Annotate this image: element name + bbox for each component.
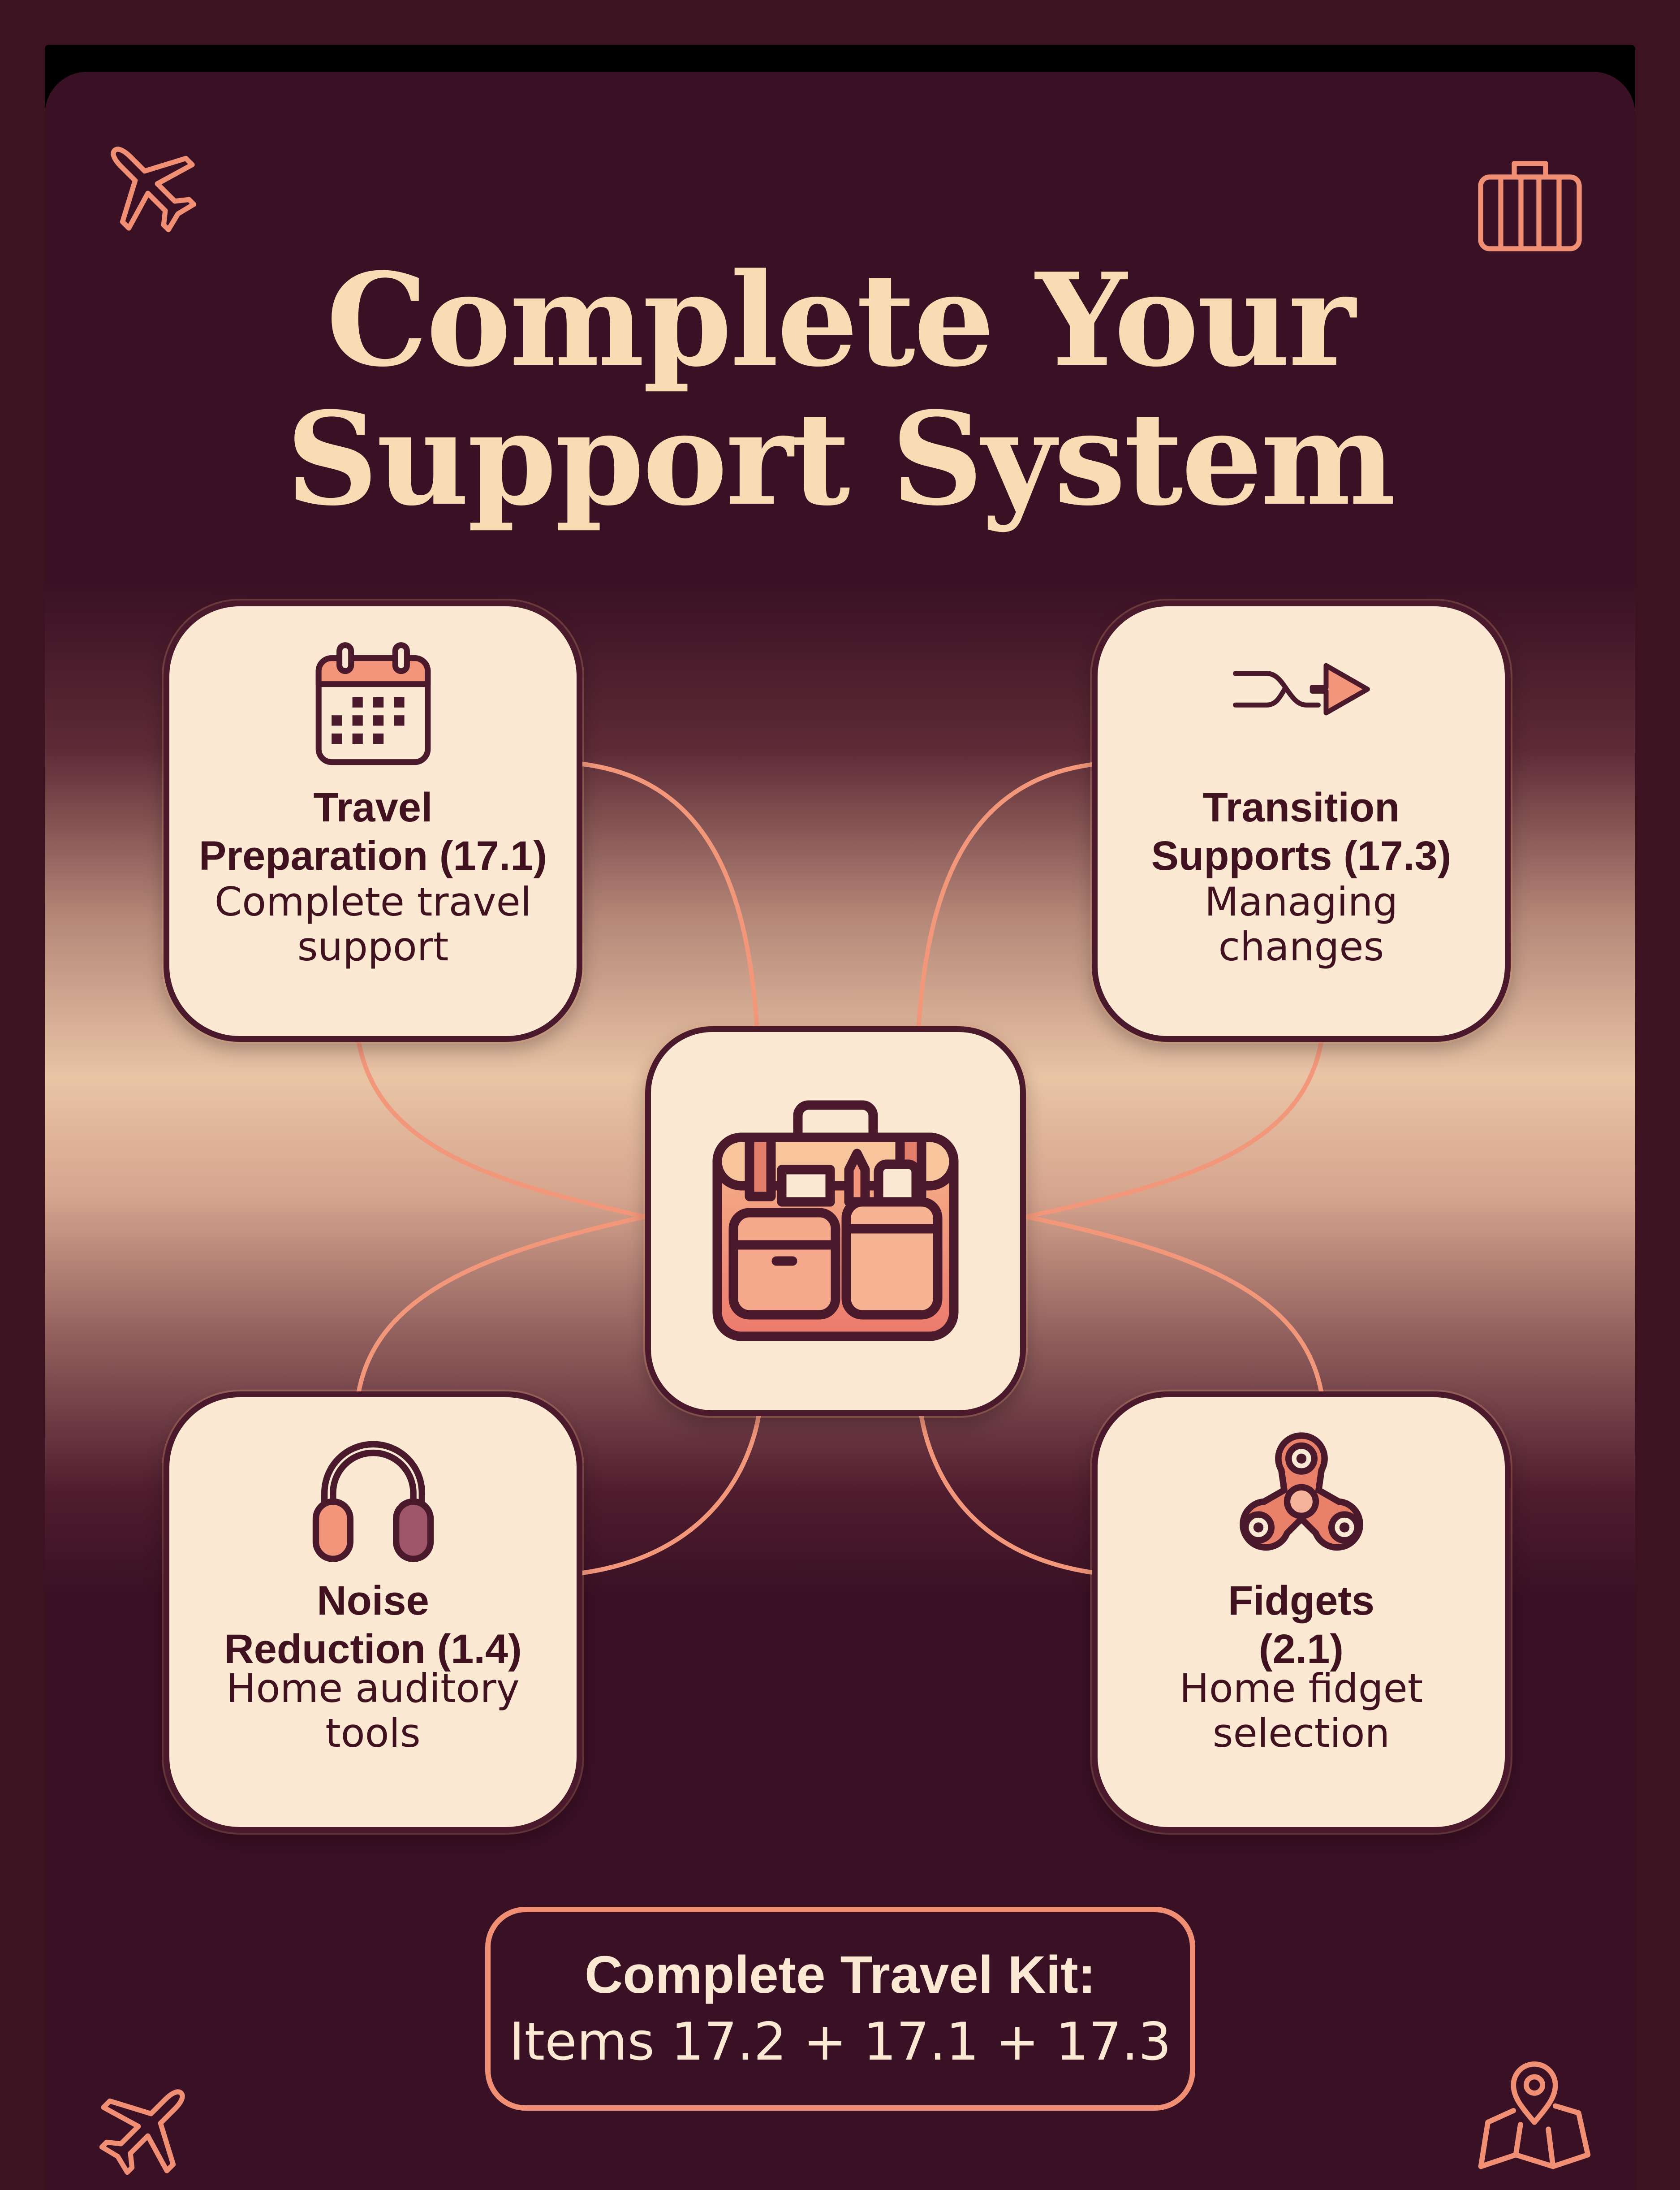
node-travel-preparation: Travel Preparation (17.1) Complete trave… (164, 600, 582, 1042)
connector-lines (356, 762, 1324, 1575)
kit-items: Items 17.2 + 17.1 + 17.3 (509, 2012, 1172, 2072)
node-title: Transition Supports (17.3) (1151, 785, 1452, 879)
connector-bl-inner (356, 1214, 647, 1396)
node-fidgets: Fidgets (2.1) Home fidget selection (1092, 1391, 1511, 1833)
infographic-card: Complete Your Support System (45, 72, 1635, 2190)
node-transition-supports: Transition Supports (17.3) Managing chan… (1092, 600, 1511, 1042)
connector-bl-outer (580, 1409, 762, 1575)
node-title: Travel Preparation (17.1) (198, 785, 547, 879)
calendar-icon (315, 642, 431, 765)
connector-tr-inner (1024, 1037, 1324, 1219)
title-line-1: Complete Your (326, 245, 1356, 395)
complete-travel-kit-box: Complete Travel Kit: Items 17.2 + 17.1 +… (485, 1907, 1195, 2111)
connector-tl-outer (580, 762, 759, 1033)
connector-br-outer (918, 1409, 1098, 1575)
suitcase-icon (1474, 152, 1586, 257)
node-description: Managing changes (1204, 879, 1398, 970)
headphones-icon (312, 1441, 434, 1562)
airplane-icon (92, 2070, 204, 2184)
connector-tl-inner (356, 1037, 647, 1219)
page-title: Complete Your Support System (45, 251, 1635, 529)
shuffle-arrow-icon (1232, 663, 1370, 716)
connector-tr-outer (916, 762, 1098, 1033)
node-description: Home fidget selection (1179, 1665, 1423, 1756)
kit-title: Complete Travel Kit: (585, 1945, 1096, 2004)
app-frame: Complete Your Support System (45, 45, 1635, 2190)
node-description: Complete travel support (214, 879, 532, 970)
connector-br-inner (1024, 1214, 1324, 1396)
node-description: Home auditory tools (226, 1665, 520, 1756)
fidget-spinner-icon (1239, 1432, 1363, 1551)
title-line-2: Support System (286, 384, 1396, 534)
node-noise-reduction: Noise Reduction (1.4) Home auditory tool… (164, 1391, 582, 1833)
node-center-travel-kit (645, 1026, 1026, 1416)
map-pin-icon (1476, 2052, 1593, 2175)
node-title: Noise Reduction (1.4) (224, 1578, 522, 1672)
airplane-icon (92, 128, 204, 242)
travel-bag-icon (712, 1100, 959, 1341)
node-title: Fidgets (2.1) (1228, 1578, 1375, 1672)
